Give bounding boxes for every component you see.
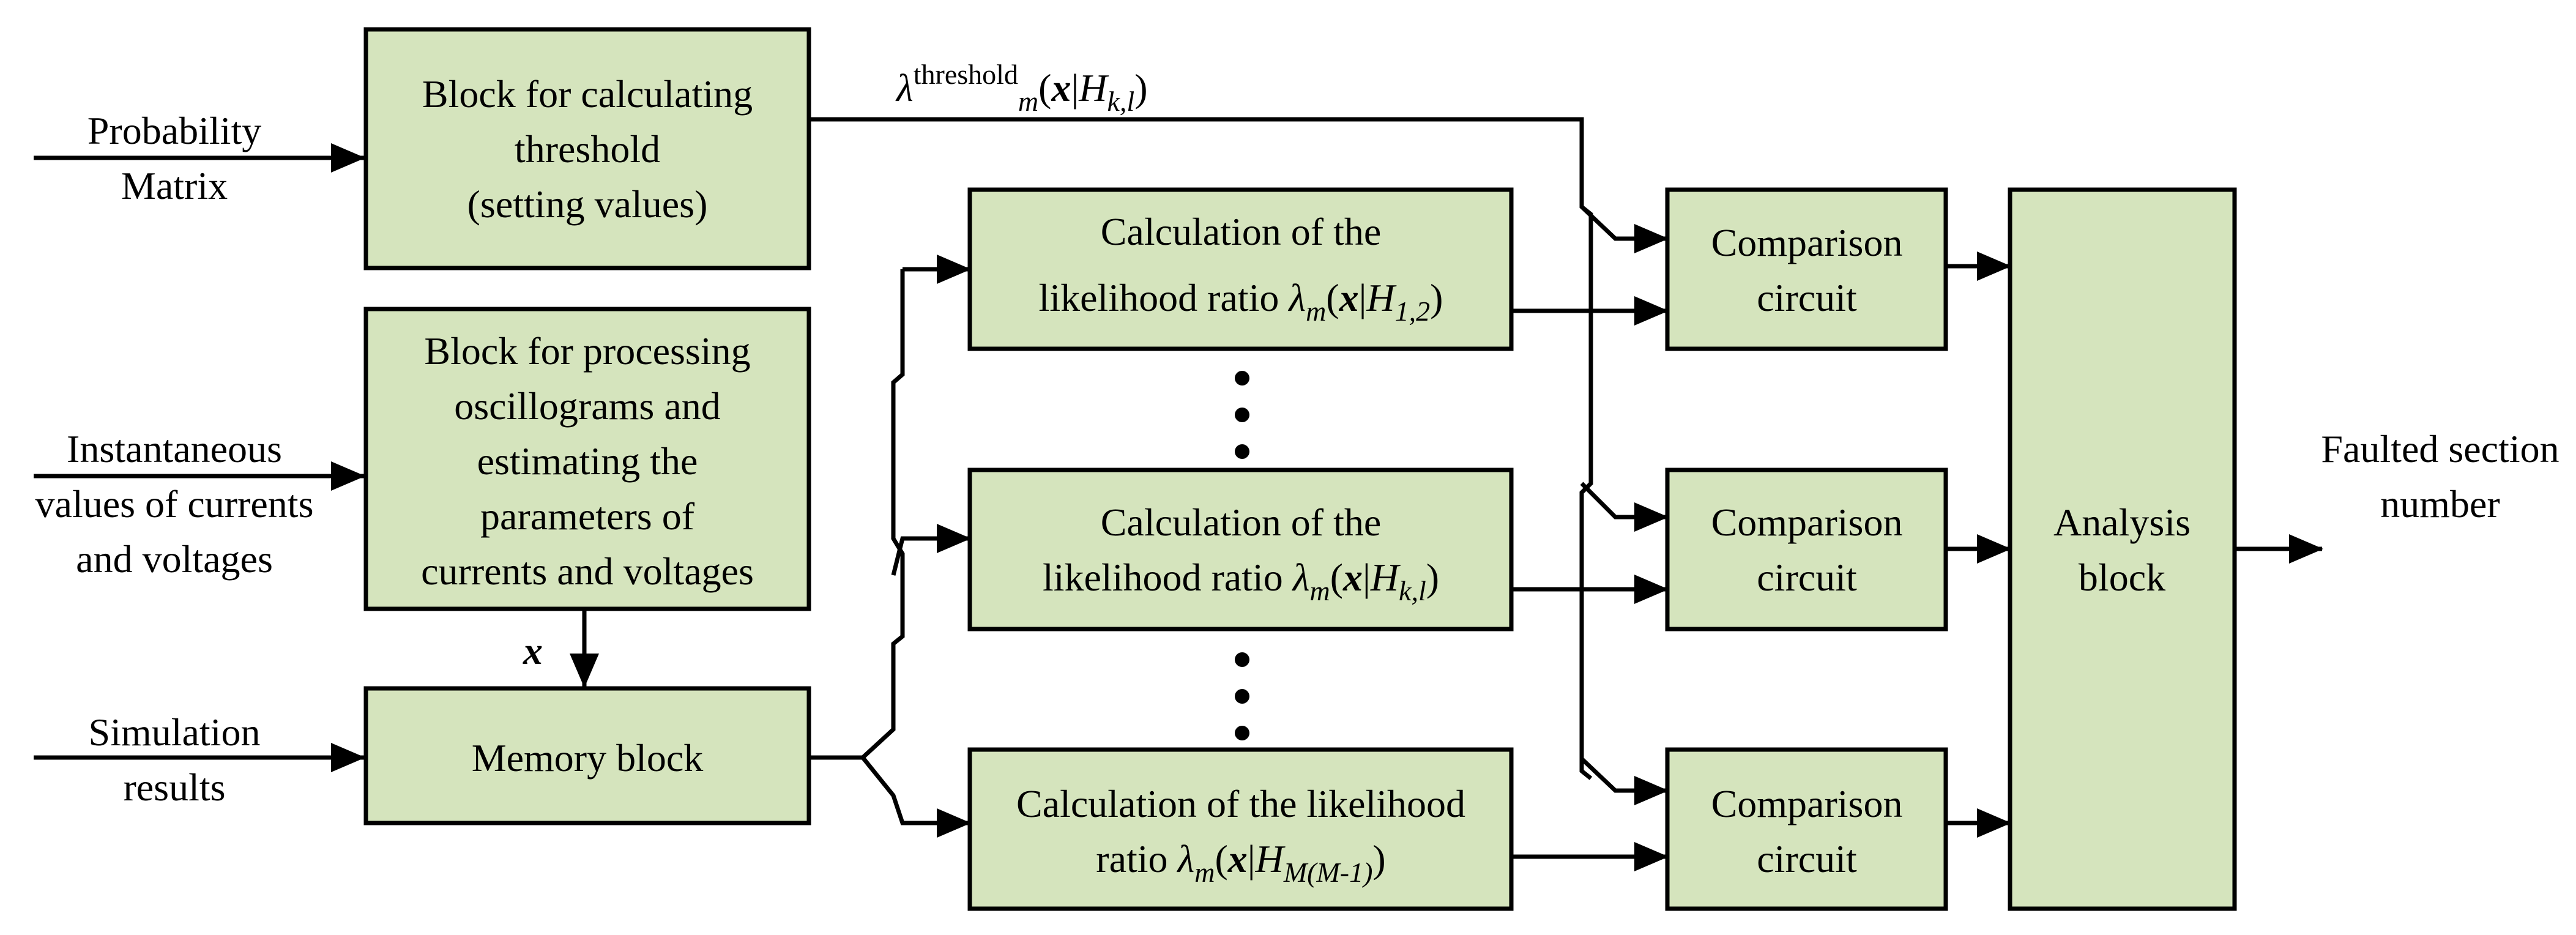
svg-text:ratio λm(x|HM(M-1)): ratio λm(x|HM(M-1)) bbox=[1096, 837, 1385, 888]
svg-text:circuit: circuit bbox=[1757, 556, 1857, 599]
calc1-block-label: Calculation of the likelihood ratio λm(x… bbox=[1039, 210, 1443, 327]
svg-text:values of currents: values of currents bbox=[35, 482, 314, 526]
memory-output-bus bbox=[809, 269, 905, 760]
calc2-block-label: Calculation of the likelihood ratio λm(x… bbox=[1043, 501, 1439, 606]
threshold-block-label: Block for calculating threshold (setting… bbox=[422, 72, 753, 226]
svg-text:likelihood ratio λm(x|Hk,l): likelihood ratio λm(x|Hk,l) bbox=[1043, 556, 1439, 606]
probability-matrix-label: Probability Matrix bbox=[87, 109, 261, 207]
processing-block-label: Block for processing oscillograms and es… bbox=[421, 329, 754, 593]
ellipsis-dots-lower bbox=[1235, 652, 1249, 740]
calc3-block bbox=[967, 747, 1514, 911]
svg-text:Block for calculating: Block for calculating bbox=[422, 72, 753, 116]
svg-text:oscillograms and: oscillograms and bbox=[454, 384, 720, 428]
faulted-section-number-label: Faulted section number bbox=[2321, 427, 2559, 526]
svg-text:Probability: Probability bbox=[87, 109, 261, 152]
svg-text:currents and voltages: currents and voltages bbox=[421, 549, 754, 593]
comparison-block-3-label: Comparison circuit bbox=[1711, 782, 1903, 881]
threshold-bus bbox=[809, 117, 1593, 780]
svg-text:estimating the: estimating the bbox=[477, 439, 698, 483]
svg-text:parameters of: parameters of bbox=[480, 494, 695, 538]
analysis-block-label: Analysis block bbox=[2053, 501, 2191, 599]
memory-to-calc2-arrow bbox=[891, 524, 971, 576]
svg-text:number: number bbox=[2380, 482, 2500, 526]
memory-to-calc3-arrow bbox=[861, 756, 971, 838]
comparison-block-1 bbox=[1665, 187, 1948, 351]
svg-text:likelihood ratio λm(x|H1,2): likelihood ratio λm(x|H1,2) bbox=[1039, 276, 1443, 327]
svg-text:Comparison: Comparison bbox=[1711, 782, 1903, 825]
ellipsis-dots-upper bbox=[1235, 371, 1249, 459]
comparison-block-2 bbox=[1665, 468, 1948, 631]
comparison-block-3 bbox=[1665, 747, 1948, 911]
svg-text:circuit: circuit bbox=[1757, 276, 1857, 319]
svg-text:and voltages: and voltages bbox=[76, 537, 273, 581]
svg-text:threshold: threshold bbox=[515, 127, 660, 171]
threshold-formula: λthresholdm(x|Hk,l) bbox=[895, 59, 1148, 117]
svg-text:Simulation: Simulation bbox=[89, 710, 261, 754]
threshold-to-comp2-arrow bbox=[1580, 482, 1669, 532]
calc3-block-label: Calculation of the likelihood ratio λm(x… bbox=[1016, 782, 1465, 888]
svg-text:block: block bbox=[2079, 556, 2165, 599]
threshold-to-comp1-arrow bbox=[1580, 205, 1669, 253]
comparison-block-2-label: Comparison circuit bbox=[1711, 501, 1903, 599]
comparison-block-1-label: Comparison circuit bbox=[1711, 221, 1903, 319]
memory-block bbox=[363, 686, 811, 825]
x-vector-label: x bbox=[523, 629, 543, 672]
svg-text:Comparison: Comparison bbox=[1711, 501, 1903, 544]
svg-text:circuit: circuit bbox=[1757, 837, 1857, 881]
svg-text:Comparison: Comparison bbox=[1711, 221, 1903, 264]
svg-text:Block for processing: Block for processing bbox=[424, 329, 750, 373]
calc1-block bbox=[967, 187, 1514, 351]
memory-block-label: Memory block bbox=[472, 736, 704, 780]
svg-text:Analysis: Analysis bbox=[2053, 501, 2191, 544]
svg-text:Instantaneous: Instantaneous bbox=[67, 427, 282, 471]
instantaneous-values-label: Instantaneous values of currents and vol… bbox=[35, 427, 314, 581]
threshold-to-comp3-arrow bbox=[1580, 757, 1669, 805]
processing-block bbox=[363, 307, 811, 611]
simulation-results-label: Simulation results bbox=[89, 710, 261, 809]
analysis-block bbox=[2008, 187, 2237, 911]
svg-text:Calculation of the likelihood: Calculation of the likelihood bbox=[1016, 782, 1465, 825]
svg-text:results: results bbox=[123, 766, 225, 809]
svg-text:Calculation of the: Calculation of the bbox=[1101, 210, 1382, 253]
svg-text:Calculation of the: Calculation of the bbox=[1101, 501, 1382, 544]
svg-text:Matrix: Matrix bbox=[121, 164, 228, 207]
calc2-block bbox=[967, 468, 1514, 631]
svg-text:Faulted section: Faulted section bbox=[2321, 427, 2559, 471]
svg-text:(setting values): (setting values) bbox=[467, 182, 708, 226]
threshold-block bbox=[363, 27, 811, 270]
